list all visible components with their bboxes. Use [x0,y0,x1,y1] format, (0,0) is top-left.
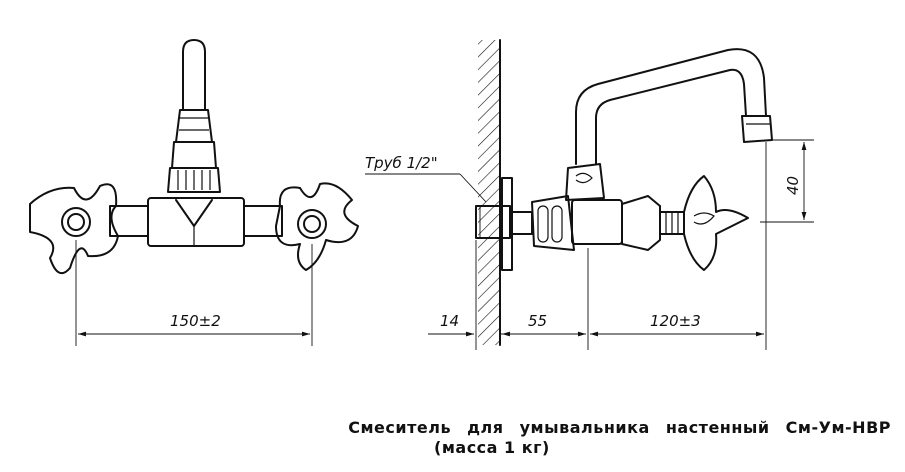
dim-width-total [75,240,313,346]
label-offset: 55 [528,312,547,330]
label-wall-thickness: 14 [440,312,459,330]
label-width-total: 150±2 [170,312,221,330]
front-spout [167,39,221,193]
label-pipe: Труб 1/2" [365,154,438,172]
side-view: Труб 1/2" [365,39,814,350]
side-cross-handle [683,175,749,271]
front-view: 150±2 [29,39,359,346]
pipe-leader-line [459,173,487,203]
caption-mass: (масса 1 кг) [434,438,550,457]
label-reach: 120±3 [650,312,701,330]
wall-section [478,39,501,346]
right-cross-handle [275,182,359,271]
left-cross-handle [29,183,119,275]
caption-title: Смеситель для умывальника настенный См-У… [348,418,891,437]
dim-height [760,139,814,223]
label-height: 40 [784,176,802,195]
front-body [109,197,283,247]
valve-body [571,195,685,251]
spout-nut [565,163,605,201]
union-nut [511,195,575,251]
side-spout [575,48,773,165]
